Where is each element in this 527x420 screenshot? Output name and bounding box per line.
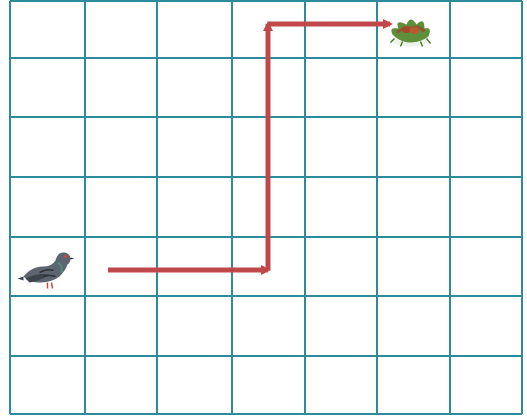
pigeon-icon xyxy=(18,253,75,289)
nest-icon xyxy=(391,20,431,47)
path-arrows xyxy=(108,24,390,270)
